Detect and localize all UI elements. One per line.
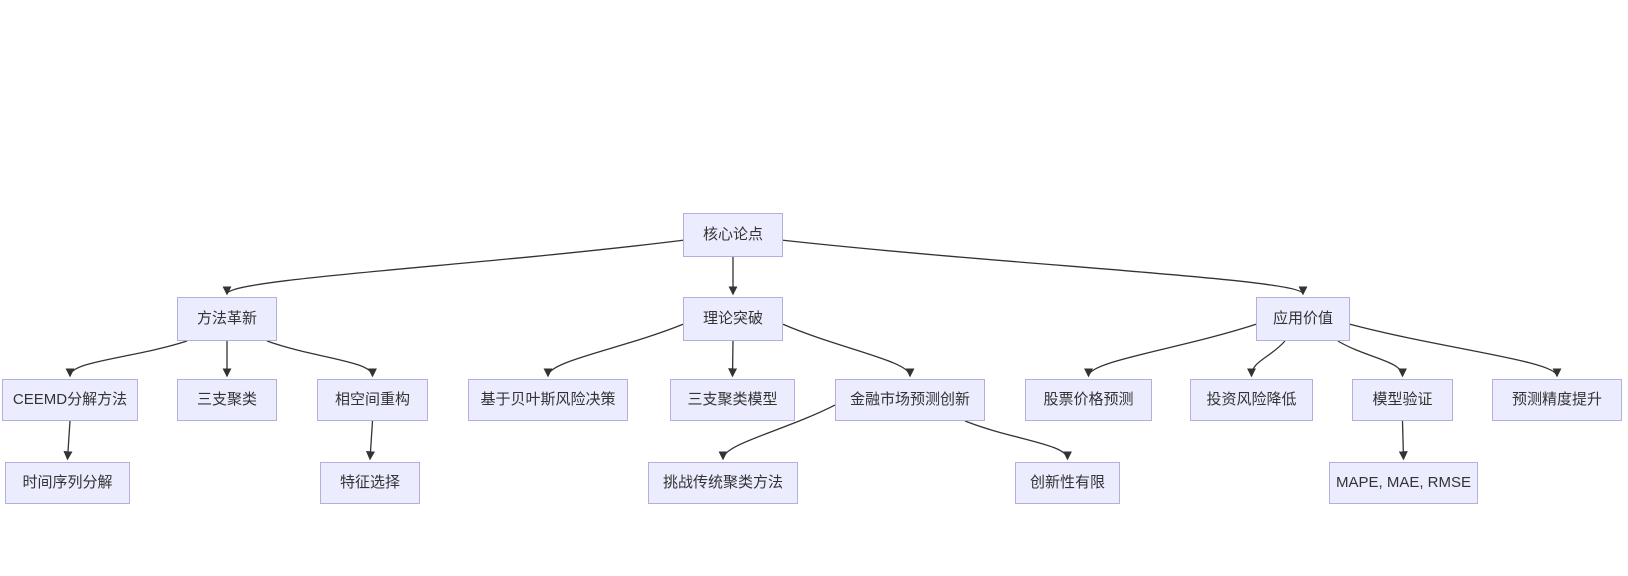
diagram-node-core: 核心论点 xyxy=(683,213,783,257)
diagram-node-theory: 理论突破 xyxy=(683,297,783,341)
diagram-node-accuracy: 预测精度提升 xyxy=(1492,379,1622,421)
edge-method-to-ceemd xyxy=(65,340,188,378)
edge-method-to-phase xyxy=(266,340,378,378)
diagram-node-application: 应用价值 xyxy=(1256,297,1350,341)
diagram-node-finance: 金融市场预测创新 xyxy=(835,379,985,421)
edge-phase-to-feature xyxy=(365,420,376,461)
edge-validation-to-metrics xyxy=(1398,420,1408,461)
edge-ceemd-to-tsdecomp xyxy=(63,420,73,461)
diagram-node-metrics: MAPE, MAE, RMSE xyxy=(1329,462,1478,504)
diagram-node-validation: 模型验证 xyxy=(1352,379,1453,421)
diagram-node-twcmodel: 三支聚类模型 xyxy=(670,379,795,421)
edge-theory-to-bayes xyxy=(543,323,684,378)
diagram-node-phase: 相空间重构 xyxy=(317,379,428,421)
diagram-node-risk: 投资风险降低 xyxy=(1190,379,1313,421)
edge-finance-to-challenge xyxy=(718,404,836,461)
edge-finance-to-limited xyxy=(964,420,1073,461)
diagram-node-method: 方法革新 xyxy=(177,297,277,341)
edge-theory-to-twcmodel xyxy=(728,340,738,378)
diagram-node-ceemd: CEEMD分解方法 xyxy=(2,379,138,421)
diagram-node-stock: 股票价格预测 xyxy=(1025,379,1152,421)
diagram-node-threeway: 三支聚类 xyxy=(177,379,277,421)
diagram-node-bayes: 基于贝叶斯风险决策 xyxy=(468,379,628,421)
edge-core-to-method xyxy=(222,239,684,296)
diagram-node-feature: 特征选择 xyxy=(320,462,420,504)
edge-application-to-validation xyxy=(1337,340,1408,378)
edge-core-to-application xyxy=(782,239,1308,296)
edge-theory-to-finance xyxy=(782,323,915,378)
diagram-node-limited: 创新性有限 xyxy=(1015,462,1120,504)
diagram-node-tsdecomp: 时间序列分解 xyxy=(5,462,130,504)
diagram-node-challenge: 挑战传统聚类方法 xyxy=(648,462,798,504)
edge-application-to-risk xyxy=(1246,340,1286,378)
edge-application-to-stock xyxy=(1083,323,1257,378)
edge-application-to-accuracy xyxy=(1349,323,1562,378)
